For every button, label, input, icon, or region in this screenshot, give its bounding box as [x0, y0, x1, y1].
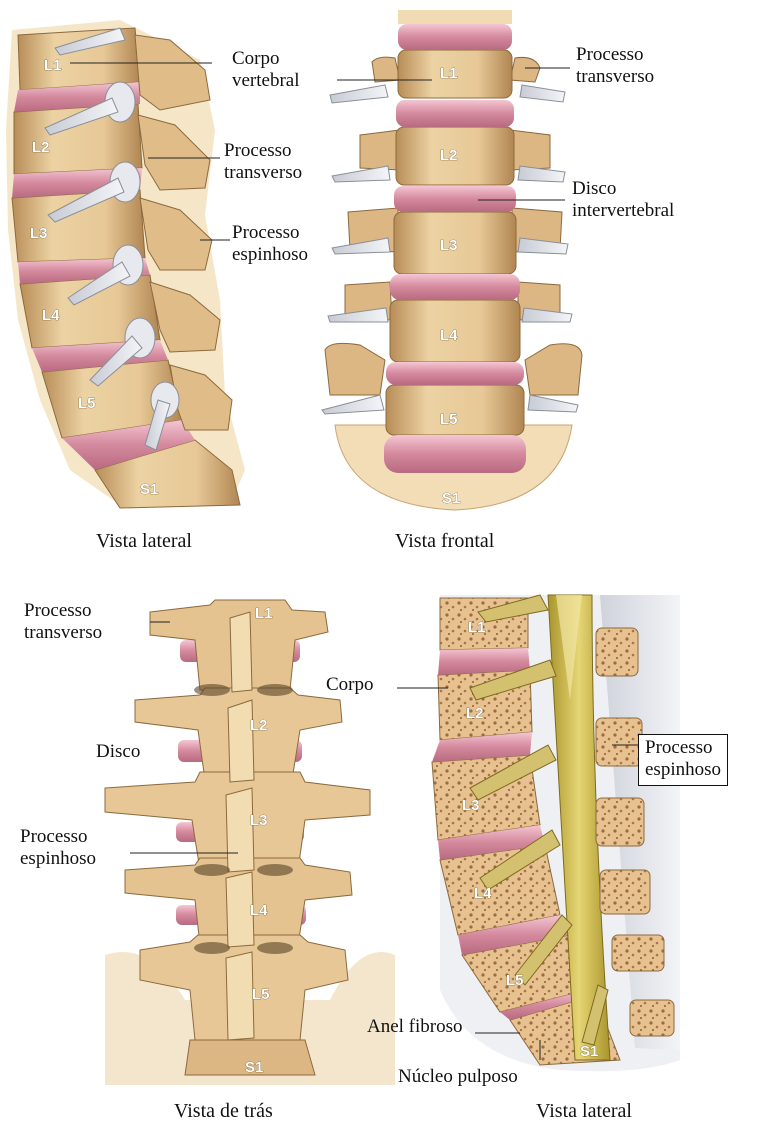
label-spinous-process-3-line2: espinhoso — [20, 848, 96, 869]
label-intervertebral-disc: Disco intervertebral — [572, 178, 674, 222]
label-vertebral-body-1: Corpo vertebral — [232, 48, 300, 92]
sect-label-l4: L4 — [474, 885, 492, 902]
label-spinous-process-1-line2: espinhoso — [232, 244, 308, 265]
label-spinous-process-3-line1: Processo — [20, 826, 88, 847]
lat-label-l5: L5 — [78, 395, 96, 412]
label-transverse-process-2-line1: Processo — [576, 44, 644, 65]
sect-label-l3: L3 — [462, 797, 480, 814]
sect-label-l2: L2 — [466, 705, 484, 722]
lat-label-l1: L1 — [44, 57, 62, 74]
sect-label-l5: L5 — [506, 972, 524, 989]
back-label-l5: L5 — [252, 986, 270, 1003]
label-transverse-process-2-line2: transverso — [576, 66, 655, 87]
back-view-art: L1 L2 L3 L4 L5 S1 — [104, 599, 395, 1085]
sect-label-l1: L1 — [468, 619, 486, 636]
caption-back-view: Vista de trás — [174, 1100, 273, 1122]
front-label-l5: L5 — [440, 411, 458, 428]
label-transverse-process-3-line2: transverso — [24, 622, 103, 643]
lat-label-l4: L4 — [42, 307, 60, 324]
lat-label-l2: L2 — [32, 139, 50, 156]
caption-frontal-view: Vista frontal — [395, 530, 495, 552]
label-body: Corpo — [326, 674, 374, 695]
label-spinous-process-4-line1: Processo — [645, 737, 713, 758]
frontal-view-art: L1 L2 L3 L4 L5 S1 — [321, 10, 583, 511]
lateral-section-art: L1 L2 L3 L4 L5 S1 — [397, 594, 680, 1072]
front-label-l1: L1 — [440, 65, 458, 82]
back-label-l3: L3 — [250, 812, 268, 829]
front-label-l3: L3 — [440, 237, 458, 254]
label-annulus-fibrosus: Anel fibroso — [367, 1016, 463, 1037]
front-label-s1: S1 — [442, 490, 460, 507]
caption-lateral-view: Vista lateral — [96, 530, 192, 552]
label-nucleus-pulposus: Núcleo pulposo — [398, 1066, 518, 1087]
back-label-l2: L2 — [250, 717, 268, 734]
back-label-l1: L1 — [255, 605, 273, 622]
label-transverse-process-3: Processo transverso — [24, 600, 102, 644]
lat-label-s1: S1 — [140, 481, 158, 498]
label-transverse-process-1: Processo transverso — [224, 140, 302, 184]
label-spinous-process-4-line2: espinhoso — [645, 759, 721, 780]
label-vertebral-body-line2: vertebral — [232, 70, 300, 91]
lateral-view-art: L1 L2 L3 L4 L5 S1 — [6, 20, 245, 509]
label-transverse-process-1-line1: Processo — [224, 140, 292, 161]
label-intervertebral-disc-line1: Disco — [572, 178, 617, 199]
label-spinous-process-4: Processo espinhoso — [638, 734, 728, 786]
front-label-l2: L2 — [440, 147, 458, 164]
label-vertebral-body-line1: Corpo — [232, 48, 280, 69]
label-spinous-process-1-line1: Processo — [232, 222, 300, 243]
label-disc: Disco — [96, 741, 141, 762]
lat-label-l3: L3 — [30, 225, 48, 242]
label-transverse-process-3-line1: Processo — [24, 600, 92, 621]
caption-lateral-section: Vista lateral — [536, 1100, 632, 1122]
back-label-l4: L4 — [250, 902, 268, 919]
label-spinous-process-3: Processo espinhoso — [20, 826, 96, 870]
label-spinous-process-1: Processo espinhoso — [232, 222, 308, 266]
front-label-l4: L4 — [440, 327, 458, 344]
sect-label-s1: S1 — [580, 1043, 598, 1060]
back-label-s1: S1 — [245, 1059, 263, 1076]
label-transverse-process-1-line2: transverso — [224, 162, 303, 183]
label-intervertebral-disc-line2: intervertebral — [572, 200, 675, 221]
label-transverse-process-2: Processo transverso — [576, 44, 654, 88]
